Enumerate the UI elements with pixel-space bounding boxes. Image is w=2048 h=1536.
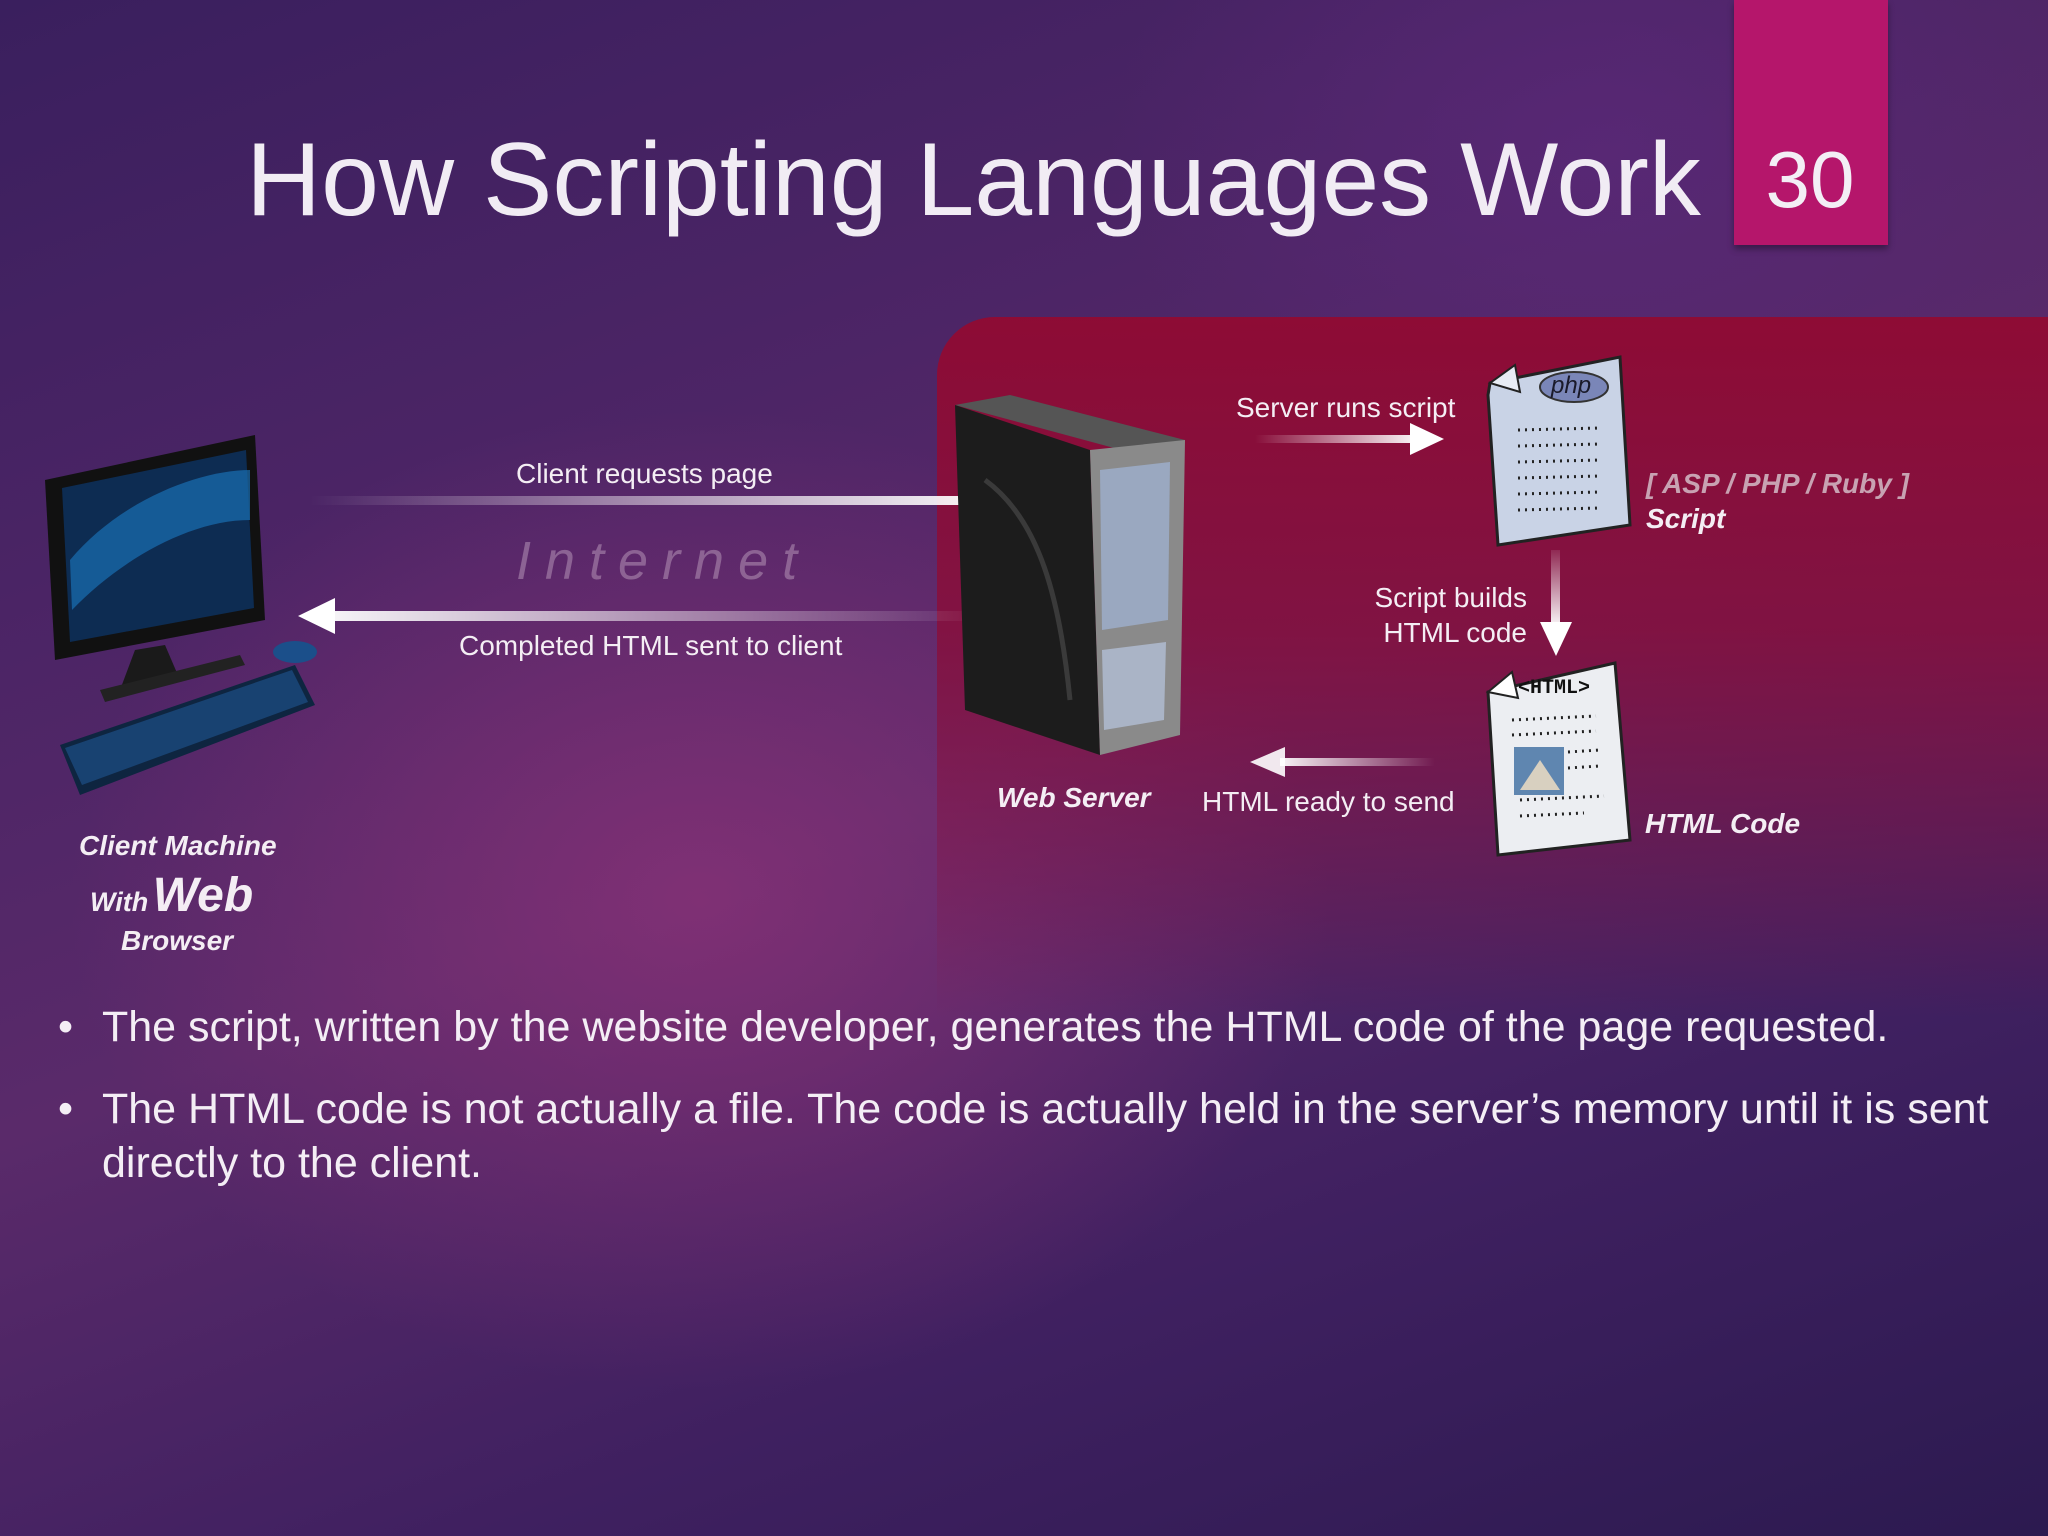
php-logo-text: php (1551, 372, 1592, 399)
internet-label: Internet (516, 531, 812, 591)
script-langs-label: [ ASP / PHP / Ruby ] (1646, 468, 1909, 499)
page-number-bar (1734, 0, 1888, 245)
server-runs-arrow (1255, 423, 1444, 455)
computer-icon (45, 435, 317, 795)
web-server-label: Web Server (997, 782, 1151, 813)
html-ready-arrow (1250, 747, 1435, 777)
script-builds-label-1: Script builds (1374, 582, 1527, 613)
bullet-item: The script, written by the website devel… (52, 1000, 2022, 1054)
client-machine-label: Client Machine (79, 830, 277, 861)
html-tag-text: <HTML> (1518, 677, 1591, 700)
page-number: 30 (1765, 135, 1855, 224)
script-builds-label-2: HTML code (1383, 617, 1527, 648)
html-document-icon (1485, 661, 1632, 857)
completed-html-label: Completed HTML sent to client (459, 630, 843, 661)
script-document-icon (1486, 355, 1632, 547)
script-label: Script (1646, 503, 1726, 534)
bullet-item: The HTML code is not actually a file. Th… (52, 1082, 2022, 1190)
html-ready-label: HTML ready to send (1202, 786, 1455, 817)
server-runs-label: Server runs script (1236, 392, 1456, 423)
client-browser-label: Browser (121, 925, 234, 956)
script-builds-arrow (1540, 550, 1572, 656)
client-with-text: With (90, 887, 149, 917)
client-requests-label: Client requests page (516, 458, 773, 489)
server-icon (955, 395, 1185, 755)
response-arrow (298, 598, 990, 634)
slide-title: How Scripting Languages Work (246, 122, 1701, 238)
client-with-web-label: With Web (90, 868, 253, 923)
bullet-list: The script, written by the website devel… (52, 1000, 2022, 1218)
html-code-label: HTML Code (1645, 808, 1801, 839)
client-web-text: Web (152, 869, 254, 922)
